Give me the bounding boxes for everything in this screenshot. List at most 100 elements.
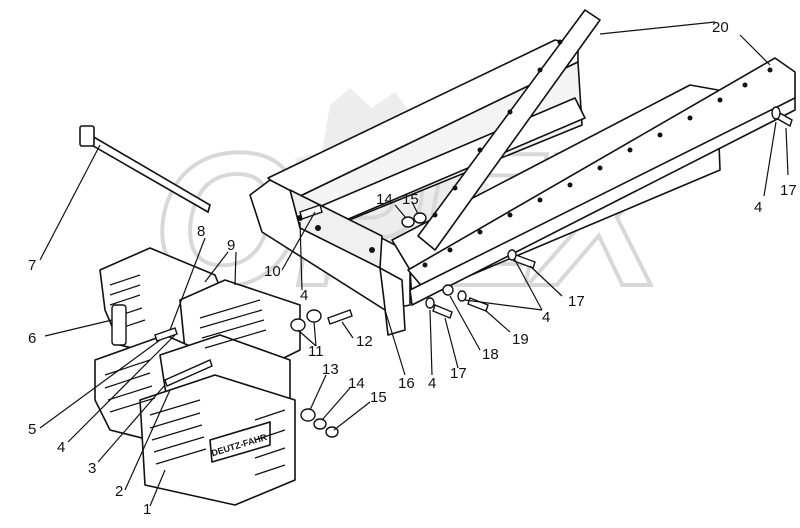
hole <box>507 109 513 115</box>
rib-lines <box>149 399 207 465</box>
leader-17a <box>785 127 789 176</box>
callout-17: 17 <box>568 293 585 310</box>
washer-4-center <box>425 297 435 309</box>
callout-11: 11 <box>308 343 324 360</box>
nut-15-upper <box>413 212 427 224</box>
bolt-17-lower <box>432 304 453 319</box>
plate-holes <box>297 39 773 268</box>
leader-4d <box>429 309 433 376</box>
leader-8 <box>169 237 206 331</box>
counterweights <box>94 247 301 506</box>
brand-plate <box>209 421 271 463</box>
leader-10 <box>281 211 316 271</box>
hole <box>767 67 773 73</box>
hardware <box>111 106 793 438</box>
callout-15: 15 <box>402 191 419 208</box>
washer-13 <box>300 408 316 422</box>
callout-4: 4 <box>754 199 762 216</box>
callout-5: 5 <box>28 421 36 438</box>
leader-14a <box>394 204 407 219</box>
callout-8: 8 <box>197 223 205 240</box>
washer-4-top <box>771 106 781 120</box>
leader-16 <box>384 309 406 376</box>
leader-7 <box>39 144 101 261</box>
callout-20: 20 <box>712 19 729 36</box>
tie-rod <box>79 125 211 214</box>
hole <box>477 147 483 153</box>
leader-1 <box>149 469 166 507</box>
callout-1: 1 <box>143 501 151 518</box>
hole <box>687 115 693 121</box>
leader-5 <box>39 339 161 429</box>
callout-labels: 20 17 4 7 8 9 14 15 10 4 6 17 4 19 12 11… <box>28 19 797 518</box>
hole <box>315 225 321 231</box>
washer-4-mid <box>507 249 517 261</box>
callout-4: 4 <box>300 287 308 304</box>
leader-9 <box>204 251 237 286</box>
callout-18: 18 <box>482 346 499 363</box>
leader-20 <box>599 21 771 66</box>
rod-2 <box>164 359 213 387</box>
weight-ribs <box>104 274 286 476</box>
side-plate-rear <box>417 9 601 251</box>
callout-16: 16 <box>398 375 415 392</box>
leader-14b <box>321 387 351 421</box>
hole <box>447 247 453 253</box>
callout-6: 6 <box>28 330 36 347</box>
side-plate-front-lower <box>409 97 796 306</box>
hole <box>537 197 543 203</box>
callout-3: 3 <box>88 460 96 477</box>
leader-lines <box>39 21 789 507</box>
rib-lines <box>199 299 267 349</box>
hole <box>369 247 375 253</box>
callout-9: 9 <box>227 237 235 254</box>
callout-14: 14 <box>348 375 365 392</box>
hole <box>627 147 633 153</box>
leader-11 <box>297 321 317 347</box>
rib-lines <box>254 409 286 476</box>
washer-18 <box>442 284 454 296</box>
leader-15a <box>411 201 419 215</box>
leader-6 <box>44 319 113 337</box>
leader-13 <box>309 374 327 411</box>
rib-lines <box>104 359 156 413</box>
leader-17c <box>444 317 459 369</box>
callout-13: 13 <box>322 361 339 378</box>
callout-4: 4 <box>57 439 65 456</box>
hole <box>657 132 663 138</box>
hole <box>537 67 543 73</box>
washer-14-upper <box>401 216 415 228</box>
hole <box>452 185 458 191</box>
callout-10: 10 <box>264 263 281 280</box>
leader-4c <box>464 259 543 311</box>
bolt-5 <box>154 327 178 342</box>
leader-2 <box>124 389 171 491</box>
leader-12 <box>341 321 354 339</box>
leader-15b <box>333 401 371 431</box>
callout-4: 4 <box>542 309 550 326</box>
hole <box>557 39 563 45</box>
callout-15: 15 <box>370 389 387 406</box>
tie-rod-head <box>79 125 95 147</box>
callout-4: 4 <box>428 375 436 392</box>
bolt-12 <box>327 309 353 325</box>
hole <box>422 262 428 268</box>
hole <box>742 82 748 88</box>
pin-6 <box>111 304 127 346</box>
washer-11a <box>290 318 306 332</box>
hole <box>507 212 513 218</box>
callout-12: 12 <box>356 333 373 350</box>
leader-18 <box>449 295 481 351</box>
callout-19: 19 <box>512 331 529 348</box>
side-plates <box>407 9 796 306</box>
leader-3 <box>97 384 166 463</box>
bolt-10 <box>299 204 323 220</box>
callout-7: 7 <box>28 257 36 274</box>
callout-17: 17 <box>450 365 467 382</box>
callout-14: 14 <box>376 191 393 208</box>
leader-4e <box>67 334 176 443</box>
washer-4-lower <box>457 290 467 302</box>
hole <box>432 212 438 218</box>
hole <box>597 165 603 171</box>
cross-beam-leg <box>379 267 406 336</box>
